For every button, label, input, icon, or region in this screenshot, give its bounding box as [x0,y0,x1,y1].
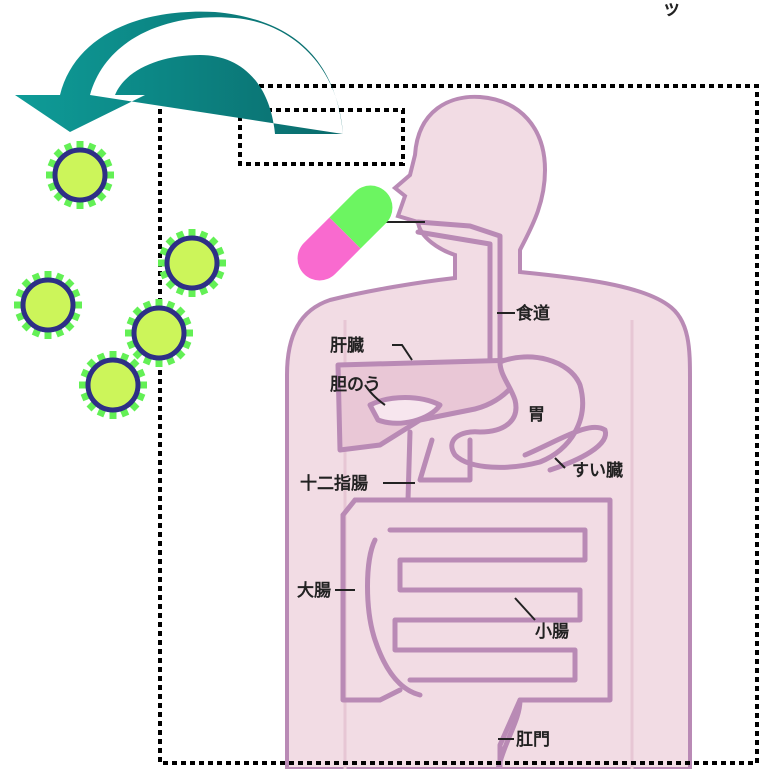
curved-arrow-icon [15,12,343,134]
corner-text: ッ [662,0,681,19]
label-pancreas: すい臓 [572,461,623,481]
label-gallbladder: 胆のう [330,375,381,395]
label-stomach: 胃 [528,405,545,425]
label-large-intestine: 大腸 [297,580,331,601]
label-liver: 肝臓 [330,336,364,356]
virus-icon [14,271,82,339]
label-small-intestine: 小腸 [535,622,569,642]
virus-icon [79,351,147,419]
label-duodenum: 十二指腸 [300,473,368,494]
virus-icon [125,299,193,367]
virus-group [14,141,226,419]
virus-icon [46,141,114,209]
capsule-icon [288,176,401,289]
label-esophagus: 食道 [516,303,550,324]
label-anus: 肛門 [516,730,550,750]
virus-icon [158,229,226,297]
